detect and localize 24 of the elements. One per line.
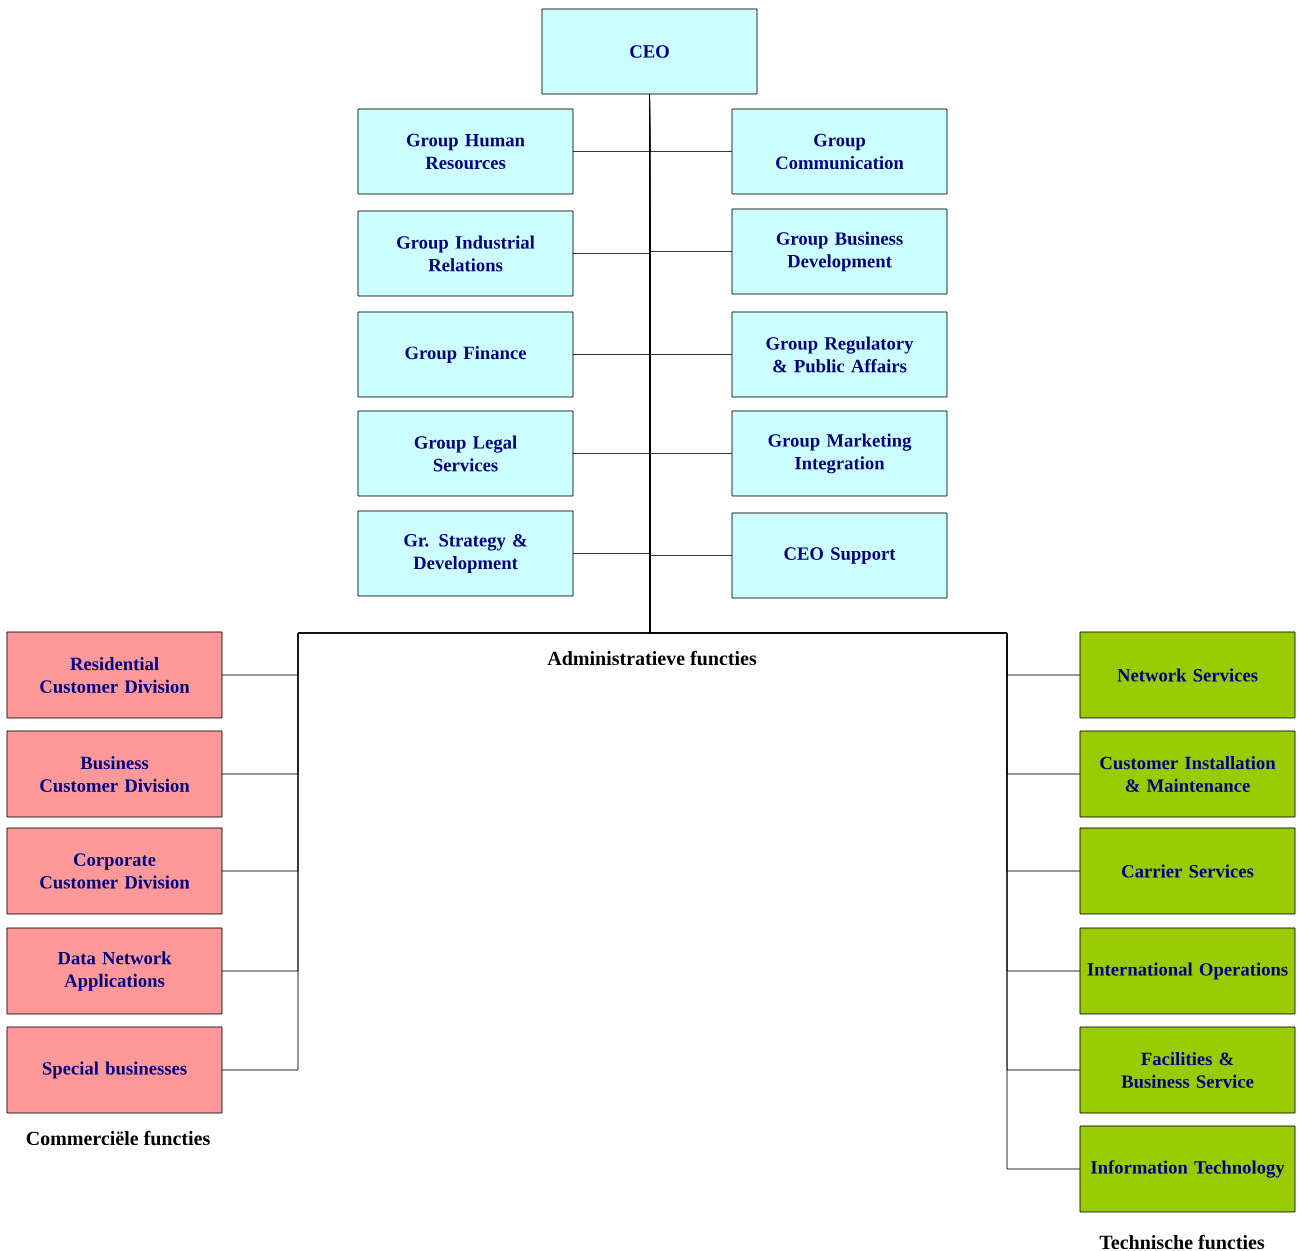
org-box: Group Business Development bbox=[731, 208, 948, 295]
org-box: Group Legal Services bbox=[357, 410, 574, 497]
section-label: Technische functies bbox=[1099, 1234, 1265, 1250]
org-box: Group Finance bbox=[357, 311, 574, 398]
org-box: Customer Installation & Maintenance bbox=[1079, 730, 1296, 818]
org-box: CEO bbox=[541, 8, 758, 95]
section-label: Administratieve functies bbox=[547, 650, 757, 666]
org-box: Residential Customer Division bbox=[6, 631, 223, 719]
org-box: Business Customer Division bbox=[6, 730, 223, 818]
org-box: Facilities & Business Service bbox=[1079, 1026, 1296, 1114]
org-box: CEO Support bbox=[731, 512, 948, 599]
org-box: Group Industrial Relations bbox=[357, 210, 574, 297]
org-box: Carrier Services bbox=[1079, 827, 1296, 915]
org-box: Information Technology bbox=[1079, 1125, 1296, 1213]
org-box: Group Communication bbox=[731, 108, 948, 195]
org-box: International Operations bbox=[1079, 927, 1296, 1015]
org-box: Special businesses bbox=[6, 1026, 223, 1114]
org-box: Group Marketing Integration bbox=[731, 410, 948, 497]
org-box: Network Services bbox=[1079, 631, 1296, 719]
org-box: Corporate Customer Division bbox=[6, 827, 223, 915]
org-box: Data Network Applications bbox=[6, 927, 223, 1015]
org-box: Group Regulatory & Public Affairs bbox=[731, 311, 948, 398]
org-box: Group Human Resources bbox=[357, 108, 574, 195]
org-box: Gr. Strategy & Development bbox=[357, 510, 574, 597]
